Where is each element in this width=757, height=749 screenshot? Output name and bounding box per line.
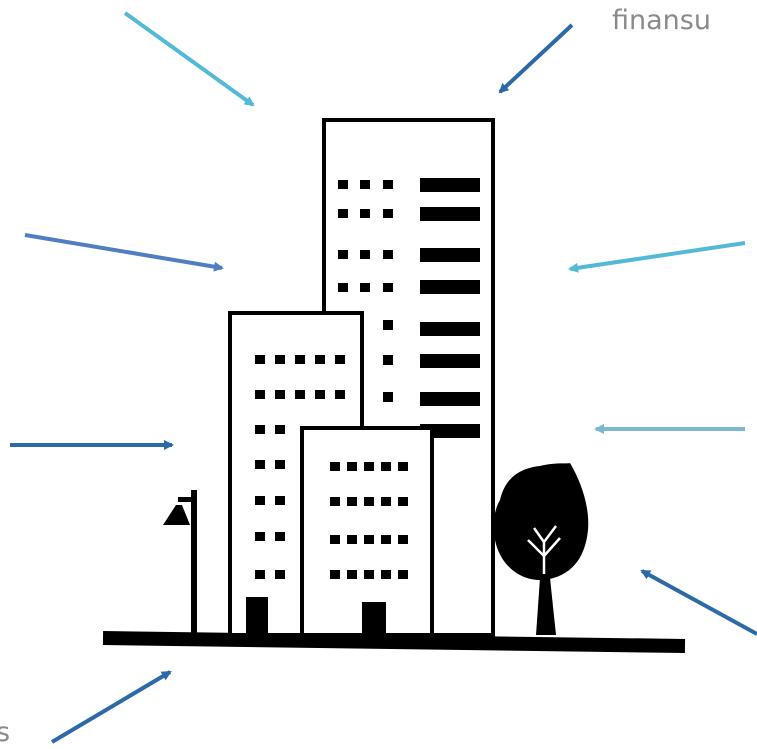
- caption-bottom-left: s: [0, 719, 10, 746]
- arrow-bottom-right-icon: [642, 571, 757, 634]
- arrow-right-upper-icon: [570, 243, 745, 269]
- ground-line: [103, 638, 685, 646]
- caption-top-right: finansu: [612, 7, 711, 34]
- street-lamp-icon: [163, 490, 197, 635]
- tree-icon: [494, 463, 589, 635]
- arrow-bottom-left-icon: [52, 672, 170, 742]
- front-building-icon: [302, 428, 432, 635]
- arrow-left-upper-icon: [25, 235, 222, 268]
- arrow-top-left-icon: [125, 13, 253, 105]
- arrow-top-right-icon: [500, 25, 572, 92]
